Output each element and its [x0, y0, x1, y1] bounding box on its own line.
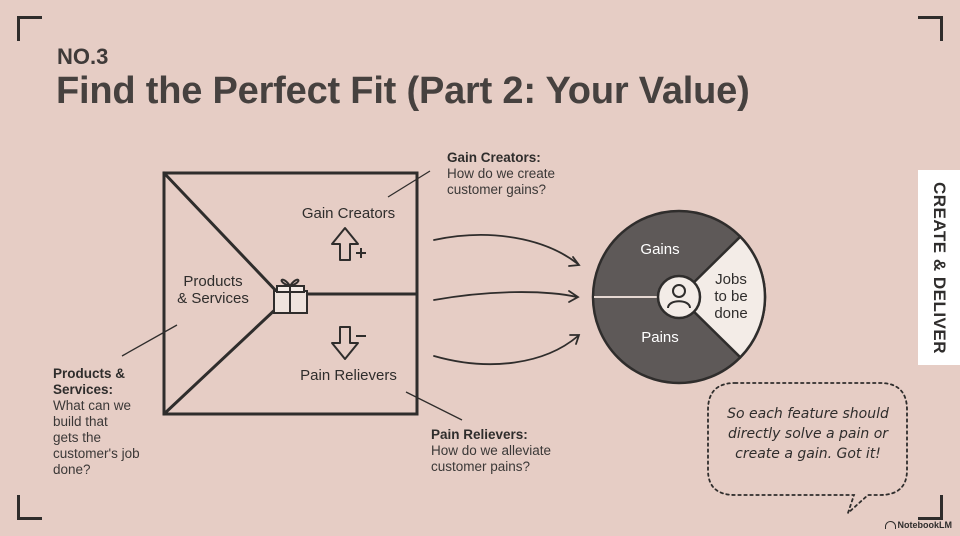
jobs-to-be-done-label: Jobs to be done — [714, 271, 748, 322]
gain-arrow-icon — [331, 227, 366, 261]
products-services-label: Products & Services — [177, 273, 249, 307]
value-map-diagonal-bottom — [162, 304, 281, 416]
corner-bottom-right — [918, 495, 943, 520]
slide-number: NO.3 — [57, 44, 109, 69]
jobs-slice — [677, 234, 767, 360]
slide-title: Find the Perfect Fit (Part 2: Your Value… — [56, 70, 750, 112]
connector-arrow-top — [433, 234, 579, 265]
speech-bubble-text: So each feature should directly solve a … — [727, 406, 889, 462]
pain-arrow-icon — [331, 326, 366, 360]
side-tab: CREATE & DELIVER — [918, 170, 960, 365]
pain-relievers-leader-line — [405, 391, 463, 421]
pain-relievers-label: Pain Relievers — [300, 367, 397, 384]
value-map-diagonal-top — [162, 171, 281, 296]
pains-label: Pains — [641, 329, 679, 346]
person-icon — [667, 284, 691, 309]
products-annotation: Products & Services: What can we build t… — [53, 366, 140, 477]
gain-creators-label: Gain Creators — [301, 205, 396, 222]
corner-bottom-left — [17, 495, 42, 520]
corner-top-left — [17, 16, 42, 41]
customer-profile-circle — [591, 209, 767, 385]
gains-label: Gains — [640, 241, 680, 258]
brand-watermark: NotebookLM — [884, 520, 952, 530]
notebooklm-logo-icon — [884, 521, 896, 529]
gain-creators-leader-line — [387, 170, 431, 198]
connector-arrow-middle — [433, 291, 578, 301]
gift-icon — [273, 278, 308, 314]
gain-creators-annotation: Gain Creators: How do we create customer… — [447, 150, 556, 197]
pain-relievers-annotation: Pain Relievers: How do we alleviate cust… — [431, 427, 552, 474]
connector-arrow-bottom — [433, 335, 579, 365]
speech-bubble — [707, 382, 908, 516]
corner-top-right — [918, 16, 943, 41]
products-leader-line — [121, 324, 178, 357]
